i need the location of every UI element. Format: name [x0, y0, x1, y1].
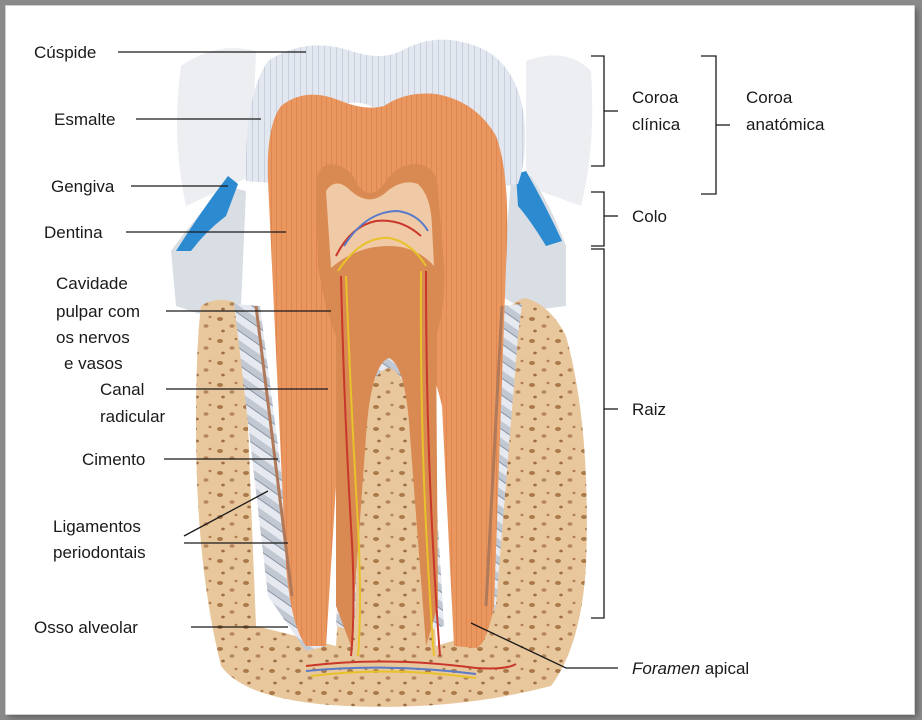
neighbor-tooth-right [526, 55, 592, 206]
label-ligamentos-1: Ligamentos [53, 517, 141, 536]
label-coroa-anatomica-1: Coroa [746, 88, 793, 107]
label-cuspide: Cúspide [34, 43, 96, 62]
label-esmalte: Esmalte [54, 110, 115, 129]
label-cavidade-1: Cavidade [56, 274, 128, 293]
label-foramen-rest: apical [700, 659, 749, 678]
label-cavidade-4: e vasos [64, 354, 123, 373]
label-ligamentos-2: periodontais [53, 543, 146, 562]
label-foramen-italic: Foramen [632, 659, 700, 678]
label-coroa-anatomica-2: anatómica [746, 115, 825, 134]
label-cavidade-3: os nervos [56, 328, 130, 347]
label-gengiva: Gengiva [51, 177, 115, 196]
label-canal-1: Canal [100, 380, 144, 399]
label-colo: Colo [632, 207, 667, 226]
figure-frame: Cúspide Esmalte Gengiva Dentina Cavidade… [6, 6, 914, 714]
label-coroa-clinica-1: Coroa [632, 88, 679, 107]
label-cimento: Cimento [82, 450, 145, 469]
label-coroa-clinica-2: clínica [632, 115, 681, 134]
label-canal-2: radicular [100, 407, 166, 426]
neighbor-tooth-left [177, 48, 256, 206]
tooth-diagram: Cúspide Esmalte Gengiva Dentina Cavidade… [6, 6, 914, 714]
label-cavidade-2: pulpar com [56, 302, 140, 321]
label-osso-alveolar: Osso alveolar [34, 618, 138, 637]
label-dentina: Dentina [44, 223, 103, 242]
label-raiz: Raiz [632, 400, 666, 419]
label-foramen-apical: Foramen apical [632, 659, 749, 678]
